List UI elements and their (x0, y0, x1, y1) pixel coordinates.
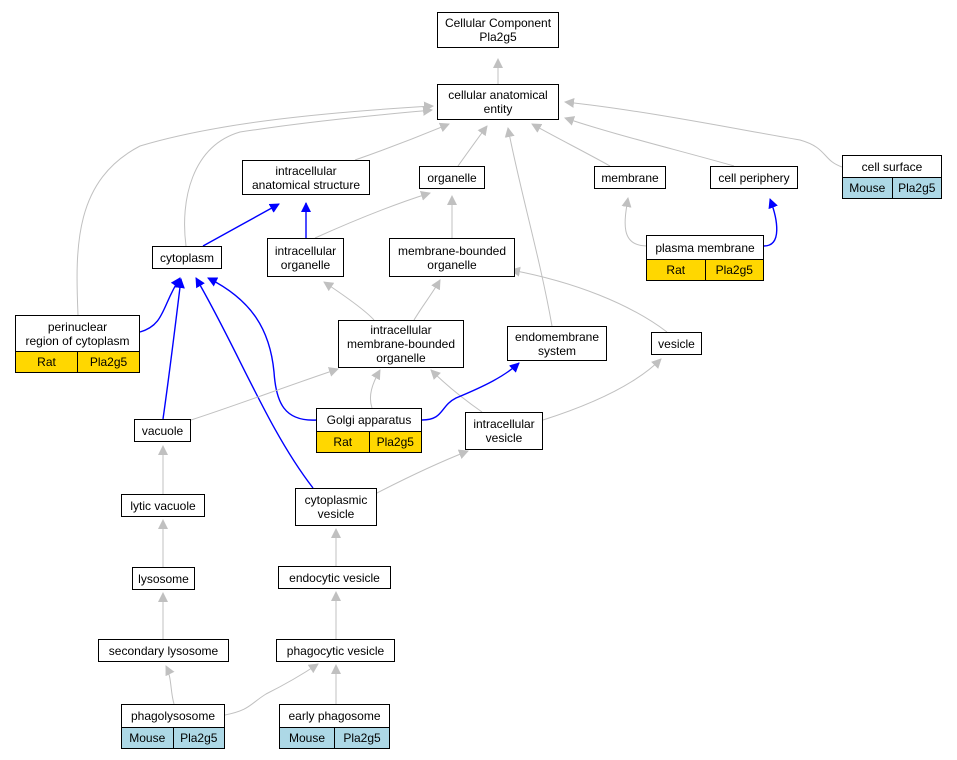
node-organelle[interactable]: organelle (419, 166, 485, 189)
edge-periphery-to-cae (564, 116, 735, 167)
node-label: cell periphery (718, 170, 790, 185)
node-ias[interactable]: intracellular anatomical structure (242, 160, 370, 195)
edge-golgi-to-cytoplasm (207, 277, 318, 421)
edge-cv-to-iv (376, 449, 469, 494)
node-label: membrane-bounded organelle (397, 243, 507, 272)
species-cell: Rat (37, 355, 56, 369)
node-label: phagocytic vesicle (286, 643, 385, 658)
node-label: lytic vacuole (130, 498, 196, 513)
species-cell: Mouse (129, 731, 166, 745)
node-label: lysosome (138, 571, 189, 586)
node-label: vesicle (658, 336, 695, 351)
annotation-row: Mouse Pla2g5 (843, 177, 941, 198)
species-cell: Rat (333, 435, 353, 449)
edge-iv-to-imbo (430, 369, 483, 413)
node-label: cytoplasmic vesicle (304, 493, 368, 521)
species-cell: Rat (666, 263, 686, 277)
node-imbo[interactable]: intracellular membrane-bounded organelle (338, 320, 464, 368)
node-cae[interactable]: cellular anatomical entity (437, 84, 559, 120)
edge-vacuole-to-cytoplasm (162, 278, 185, 420)
node-label: secondary lysosome (108, 643, 219, 658)
edge-cytoplasm-to-cae (184, 105, 433, 247)
edge-vacuole-to-imbo (190, 367, 339, 421)
gene-cell: Pla2g5 (172, 728, 225, 748)
edge-io-to-organelle (314, 190, 431, 239)
node-label: perinuclear region of cytoplasm (25, 319, 130, 348)
node-secondary[interactable]: secondary lysosome (98, 639, 229, 662)
node-lysosome[interactable]: lysosome (132, 567, 195, 590)
node-label: intracellular membrane-bounded organelle (346, 323, 456, 365)
annotation-row: Rat Pla2g5 (647, 259, 763, 280)
node-root[interactable]: Cellular Component Pla2g5 (437, 12, 559, 48)
node-vacuole[interactable]: vacuole (134, 419, 191, 442)
edge-phagolysosome-to-secondary (165, 665, 175, 705)
node-label: endomembrane system (514, 329, 600, 358)
gene-cell: Pla2g5 (704, 260, 764, 280)
edge-pm-to-membrane (621, 197, 648, 247)
node-label: membrane (601, 170, 659, 185)
annotation-row: Rat Pla2g5 (317, 431, 421, 452)
annotation-row: Mouse Pla2g5 (122, 727, 224, 748)
edge-layer (76, 58, 843, 716)
node-phagocytic[interactable]: phagocytic vesicle (276, 639, 395, 662)
node-mbo[interactable]: membrane-bounded organelle (389, 238, 515, 277)
edge-ias-to-cae (354, 122, 450, 161)
edge-cv-to-cytoplasm (195, 277, 314, 489)
node-periphery[interactable]: cell periphery (710, 166, 798, 189)
edge-cytoplasm-to-ias (202, 203, 280, 247)
gene-cell: Pla2g5 (368, 432, 422, 452)
node-io[interactable]: intracellular organelle (267, 238, 344, 277)
edge-membrane-to-cae (531, 123, 611, 167)
node-label: vacuole (141, 423, 184, 438)
species-cell: Mouse (849, 181, 886, 195)
node-label: Golgi apparatus (326, 413, 412, 427)
node-membrane[interactable]: membrane (594, 166, 666, 189)
gene-cell: Pla2g5 (77, 352, 139, 372)
node-label: intracellular organelle (274, 243, 337, 272)
node-endomembrane[interactable]: endomembrane system (507, 326, 607, 361)
node-label: cytoplasm (159, 250, 215, 265)
node-endocytic[interactable]: endocytic vesicle (278, 566, 391, 589)
node-label: organelle (427, 170, 477, 185)
species-cell: Mouse (288, 731, 326, 745)
gene-cell: Pla2g5 (891, 178, 942, 198)
node-lytic[interactable]: lytic vacuole (121, 494, 205, 517)
node-vesicle[interactable]: vesicle (651, 332, 702, 355)
gene-cell: Pla2g5 (334, 728, 389, 748)
edge-organelle-to-cae (457, 125, 488, 167)
node-label: cell surface (861, 159, 923, 174)
node-label: Cellular Component Pla2g5 (444, 16, 552, 44)
edge-surface-to-cae (564, 97, 843, 168)
node-cytoplasm[interactable]: cytoplasm (152, 246, 222, 269)
edge-perinuclear-to-cytoplasm (139, 277, 181, 333)
edge-golgi-to-imbo (369, 369, 381, 409)
annotation-row: Rat Pla2g5 (16, 351, 139, 372)
edge-imbo-to-io (323, 281, 375, 321)
node-iv[interactable]: intracellular vesicle (465, 412, 543, 450)
node-label: intracellular vesicle (473, 417, 535, 445)
edge-vesicle-to-mbo (510, 266, 668, 333)
edge-endomembrane-to-cae (504, 127, 553, 327)
annotation-row: Mouse Pla2g5 (280, 727, 389, 748)
node-label: cellular anatomical entity (448, 88, 548, 116)
node-cv[interactable]: cytoplasmic vesicle (295, 488, 377, 526)
node-label: early phagosome (288, 709, 381, 723)
node-label: intracellular anatomical structure (251, 163, 361, 192)
node-label: endocytic vesicle (289, 570, 380, 585)
edge-imbo-to-mbo (413, 279, 441, 321)
node-label: phagolysosome (130, 709, 216, 723)
edge-phagolysosome-to-phagocytic (224, 663, 319, 716)
edge-pm-to-periphery (763, 198, 778, 247)
node-label: plasma membrane (655, 240, 755, 255)
edge-iv-to-vesicle (542, 358, 662, 421)
edge-perinuclear-to-cae (76, 101, 434, 316)
edge-golgi-to-endomembrane (421, 362, 520, 421)
